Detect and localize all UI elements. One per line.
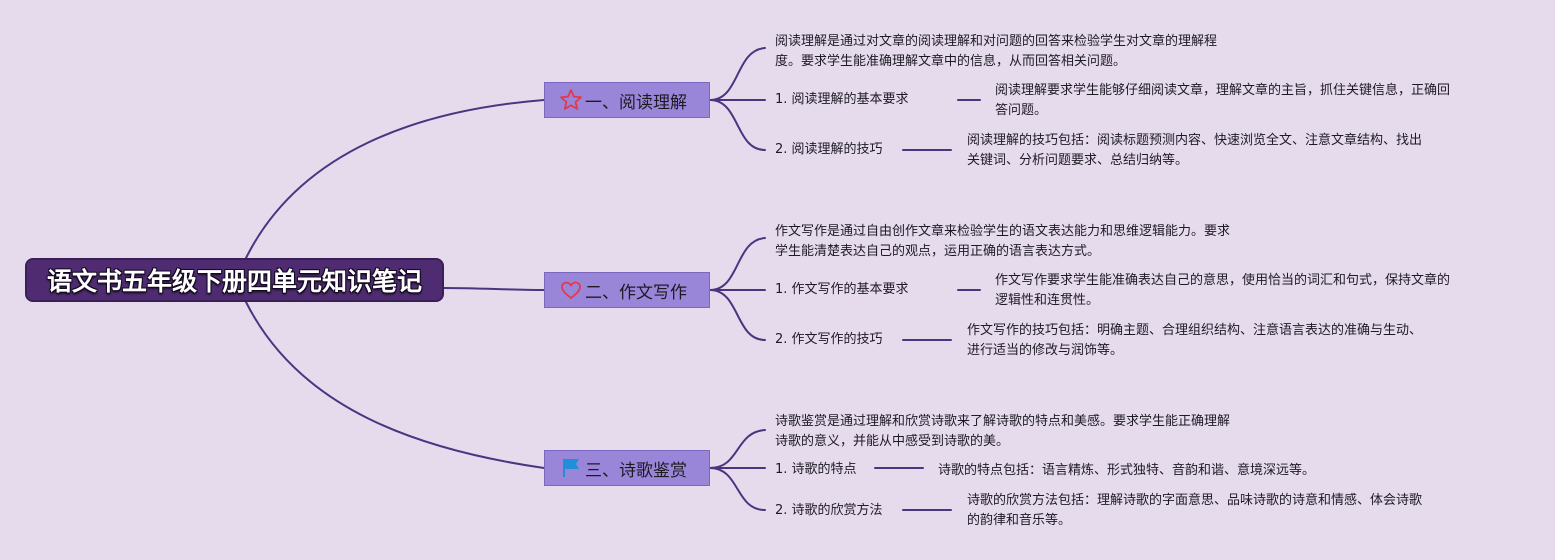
b1-item2-label[interactable]: 2. 阅读理解的技巧 — [775, 142, 883, 157]
root-title: 语文书五年级下册四单元知识笔记 — [46, 267, 422, 296]
star-icon — [560, 89, 582, 110]
b1-link-item2 — [709, 99, 766, 151]
b2-link-intro — [709, 237, 766, 291]
b3-link-item2 — [709, 467, 766, 511]
branch-node-poetry[interactable]: 三、诗歌鉴赏 — [544, 450, 710, 486]
b2-item1-label[interactable]: 1. 作文写作的基本要求 — [775, 282, 909, 297]
b3-item2-detail: 诗歌的欣赏方法包括：理解诗歌的字面意思、品味诗歌的诗意和情感、体会诗歌 的韵律和… — [967, 493, 1423, 528]
heart-icon — [561, 281, 581, 299]
b3-item1-detail: 诗歌的特点包括：语言精炼、形式独特、音韵和谐、意境深远等。 — [938, 463, 1316, 478]
branch-label: 一、阅读理解 — [585, 92, 687, 113]
b3-item1-label[interactable]: 1. 诗歌的特点 — [775, 462, 857, 477]
b2-link-item2 — [709, 289, 766, 341]
branch-label: 三、诗歌鉴赏 — [585, 460, 687, 481]
root-link-1 — [245, 99, 545, 259]
b3-intro: 诗歌鉴赏是通过理解和欣赏诗歌来了解诗歌的特点和美感。要求学生能正确理解 诗歌的意… — [775, 414, 1231, 449]
branch-node-reading[interactable]: 一、阅读理解 — [544, 82, 710, 118]
b3-item2-label[interactable]: 2. 诗歌的欣赏方法 — [775, 503, 883, 518]
b2-item2-label[interactable]: 2. 作文写作的技巧 — [775, 332, 883, 347]
b1-item1-detail: 阅读理解要求学生能够仔细阅读文章，理解文章的主旨，抓住关键信息，正确回 答问题。 — [995, 83, 1451, 118]
branch-node-writing[interactable]: 二、作文写作 — [544, 272, 710, 308]
b1-link-intro — [709, 47, 766, 101]
flag-icon — [563, 459, 579, 477]
b3-link-intro — [709, 429, 766, 469]
branch-label: 二、作文写作 — [585, 282, 687, 303]
b1-item2-detail: 阅读理解的技巧包括：阅读标题预测内容、快速浏览全文、注意文章结构、找出 关键词、… — [967, 133, 1423, 168]
b1-intro: 阅读理解是通过对文章的阅读理解和对问题的回答来检验学生对文章的理解程 度。要求学… — [775, 34, 1218, 69]
root-link-2 — [443, 287, 545, 291]
root-node[interactable]: 语文书五年级下册四单元知识笔记 — [25, 258, 444, 302]
b1-item1-label[interactable]: 1. 阅读理解的基本要求 — [775, 92, 909, 107]
root-link-3 — [245, 301, 545, 469]
b2-item2-detail: 作文写作的技巧包括：明确主题、合理组织结构、注意语言表达的准确与生动、 进行适当… — [967, 323, 1423, 358]
b2-intro: 作文写作是通过自由创作文章来检验学生的语文表达能力和思维逻辑能力。要求 学生能清… — [775, 224, 1231, 259]
b2-item1-detail: 作文写作要求学生能准确表达自己的意思，使用恰当的词汇和句式，保持文章的 逻辑性和… — [995, 273, 1451, 308]
